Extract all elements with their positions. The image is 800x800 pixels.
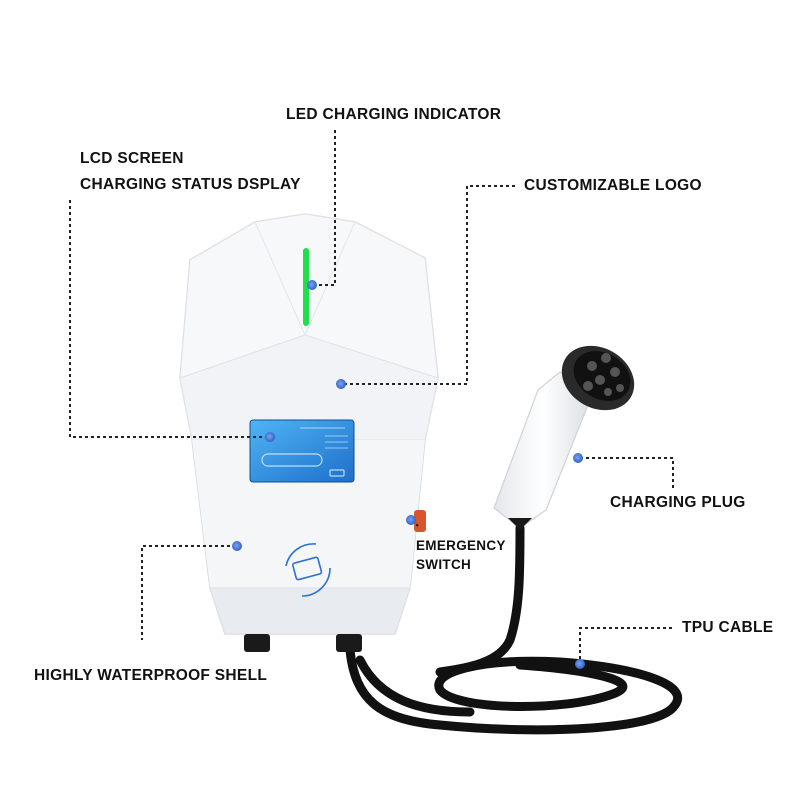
marker-cable: [575, 659, 585, 669]
marker-shell: [232, 541, 242, 551]
emergency-switch: [414, 510, 426, 532]
leader-logo: [345, 185, 515, 385]
label-led-charging-indicator: LED CHARGING INDICATOR: [286, 106, 502, 123]
marker-led: [307, 280, 317, 290]
leader-cable: [579, 627, 672, 662]
led-indicator: [303, 248, 309, 326]
leader-lcd: [69, 200, 270, 438]
marker-logo: [336, 379, 346, 389]
leader-led: [312, 130, 336, 286]
marker-lcd: [265, 432, 275, 442]
label-emergency-switch: EMERGENCY SWITCH: [416, 538, 506, 572]
label-charging-plug: CHARGING PLUG: [610, 494, 746, 511]
label-customizable-logo: CUSTOMIZABLE LOGO: [524, 177, 702, 194]
lcd-screen: [249, 419, 355, 483]
leader-lines: [69, 130, 674, 662]
rfid-card-icon: [285, 543, 331, 597]
tpu-cable: [345, 523, 682, 735]
charging-plug: [493, 345, 635, 530]
marker-plug: [573, 453, 583, 463]
leader-plug: [580, 457, 674, 490]
label-waterproof-shell: HIGHLY WATERPROOF SHELL: [34, 667, 268, 684]
callout-markers: [232, 280, 585, 669]
leader-shell: [141, 545, 236, 640]
label-tpu-cable: TPU CABLE: [682, 619, 774, 636]
marker-emergency: [406, 515, 416, 525]
label-lcd-screen: LCD SCREEN CHARGING STATUS DSPLAY: [80, 150, 301, 193]
